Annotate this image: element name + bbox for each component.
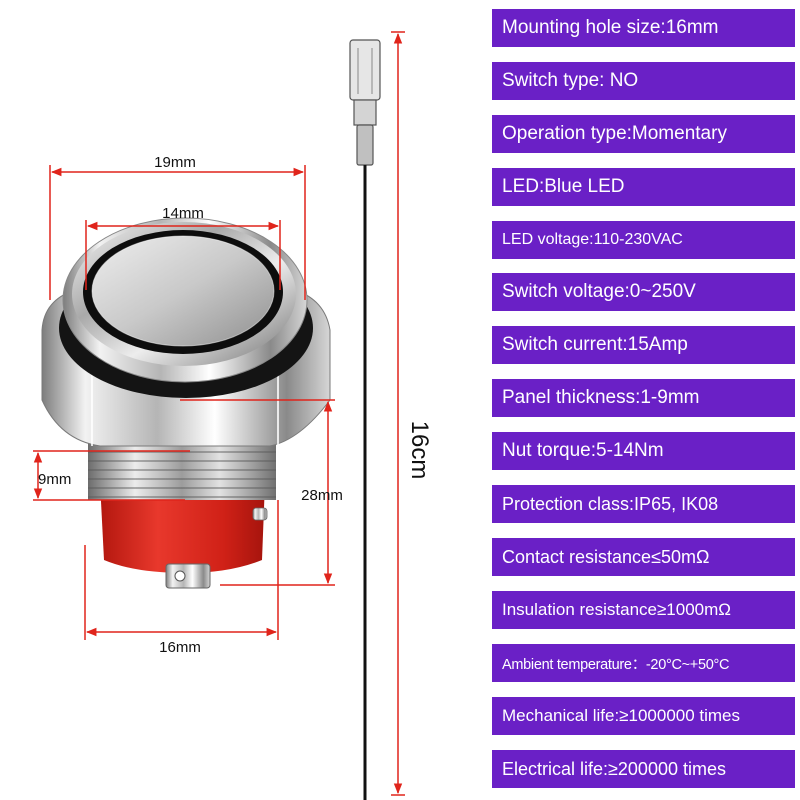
spec-text: Switch voltage:0~250V xyxy=(502,281,696,302)
label-9mm: 9mm xyxy=(38,471,71,488)
terminal-tab xyxy=(165,563,211,589)
spec-text: Protection class:IP65, IK08 xyxy=(502,493,719,514)
spec-panel-thickness: Panel thickness:1-9mm xyxy=(492,379,795,417)
spec-led-voltage: LED voltage:110-230VAC xyxy=(492,221,795,259)
spec-text: Ambient temperature：-20°C~+50°C xyxy=(502,656,730,673)
spec-switch-current: Switch current:15Amp xyxy=(492,326,795,364)
dimension-ring-width xyxy=(85,220,281,290)
spec-led: LED:Blue LED xyxy=(492,168,795,206)
spec-electrical-life: Electrical life:≥200000 times xyxy=(492,750,795,788)
spec-text: Insulation resistance≥1000mΩ xyxy=(502,600,731,619)
dimension-head-width xyxy=(49,165,306,300)
spec-nut-torque: Nut torque:5-14Nm xyxy=(492,432,795,470)
spec-contact-resistance: Contact resistance≤50mΩ xyxy=(492,538,795,576)
spec-mechanical-life: Mechanical life:≥1000000 times xyxy=(492,697,795,735)
wire-connector xyxy=(349,39,381,166)
spec-text: Electrical life:≥200000 times xyxy=(502,758,726,779)
label-19mm: 19mm xyxy=(154,154,196,171)
spec-protection-class: Protection class:IP65, IK08 xyxy=(492,485,795,523)
spec-text: Panel thickness:1-9mm xyxy=(502,387,700,408)
spec-mounting-hole-size: Mounting hole size:16mm xyxy=(492,9,795,47)
spec-operation-type: Operation type:Momentary xyxy=(492,115,795,153)
spec-switch-voltage: Switch voltage:0~250V xyxy=(492,273,795,311)
spec-text: Switch type: NO xyxy=(502,70,639,91)
dimension-wire-length xyxy=(391,31,405,796)
label-16cm: 16cm xyxy=(406,421,433,480)
spec-switch-type: Switch type: NO xyxy=(492,62,795,100)
spec-text: Mounting hole size:16mm xyxy=(502,17,719,38)
spec-text: LED:Blue LED xyxy=(502,176,625,197)
button-face xyxy=(92,236,274,346)
spec-ambient-temperature: Ambient temperature：-20°C~+50°C xyxy=(492,644,795,682)
spec-text: LED voltage:110-230VAC xyxy=(502,231,683,248)
switch-base xyxy=(100,482,268,573)
dimension-thread-height xyxy=(33,450,190,501)
label-14mm: 14mm xyxy=(162,205,204,222)
spec-text: Switch current:15Amp xyxy=(502,334,688,355)
label-28mm: 28mm xyxy=(301,487,343,504)
spec-text: Operation type:Momentary xyxy=(502,123,727,144)
dimension-thread-width xyxy=(84,500,279,640)
label-16mm: 16mm xyxy=(159,639,201,656)
spec-insulation-resistance: Insulation resistance≥1000mΩ xyxy=(492,591,795,629)
spec-text: Mechanical life:≥1000000 times xyxy=(502,706,741,725)
button-head xyxy=(62,217,308,383)
spec-text: Contact resistance≤50mΩ xyxy=(502,546,710,567)
spec-text: Nut torque:5-14Nm xyxy=(502,440,664,461)
